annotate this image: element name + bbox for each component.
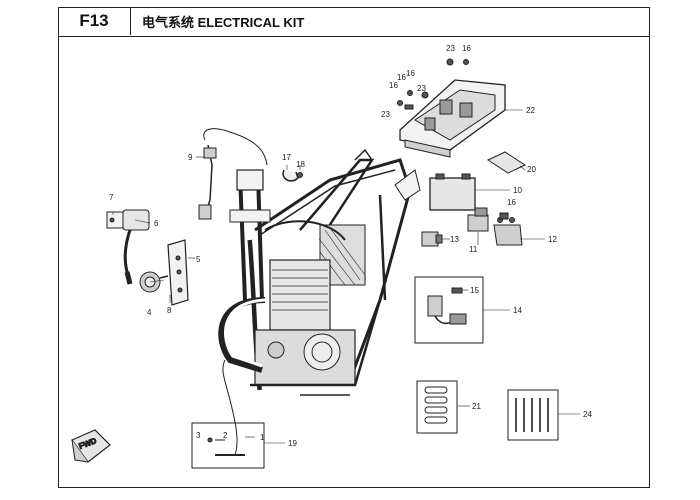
callout-23-a: 23 [446,44,455,53]
callout-2: 2 [223,431,228,440]
part-5-8-bracket [167,239,189,306]
callout-17: 17 [282,153,291,162]
callout-4: 4 [147,308,152,317]
callout-16-e: 16 [507,198,516,207]
part-10-battery [429,173,476,211]
callout-labels: 1 2 3 4 5 6 7 8 9 10 11 12 13 14 15 16 1… [109,44,592,448]
callout-24: 24 [583,410,592,419]
callout-5: 5 [196,255,201,264]
header-bar: F13 电气系统 ELECTRICAL KIT [58,7,650,37]
callout-22: 22 [526,106,535,115]
leader-lines [112,109,580,444]
callout-7: 7 [109,193,114,202]
section-title: 电气系统 ELECTRICAL KIT [142,14,305,30]
callout-15: 15 [470,286,479,295]
part-22-battery-tray [399,79,506,158]
drawing-frame [58,7,650,488]
part-24-tube-set-box [507,389,559,441]
callout-11: 11 [469,245,478,254]
fwd-arrow-symbol: FWD [71,429,111,463]
part-11-relay [467,207,489,232]
part-13-starter-relay [421,231,443,247]
callout-16-d: 16 [406,69,415,78]
part-14-15-fuse-holder-box [414,276,484,344]
callout-10: 10 [513,186,522,195]
part-9-sensor-cable [198,128,268,220]
callout-12: 12 [548,235,557,244]
motorcycle-frame-assembly [218,148,421,396]
part-12-regulator [493,212,523,246]
callout-14: 14 [513,306,522,315]
part-17-18-clips [282,169,303,182]
callout-3: 3 [196,431,201,440]
callout-21: 21 [472,402,481,411]
part-16-23-bolts-group [397,58,469,110]
part-20-battery-strap [486,151,527,174]
part-19-sensor-box [191,359,265,469]
callout-16-c: 16 [397,73,406,82]
callout-13: 13 [450,235,459,244]
callout-23-c: 23 [381,110,390,119]
callout-1: 1 [260,433,265,442]
section-code: F13 [58,7,131,35]
callout-18: 18 [296,160,305,169]
part-4-horn [139,271,169,293]
part-6-ignition-coil [106,209,150,285]
callout-6: 6 [154,219,159,228]
callout-20: 20 [527,165,536,174]
callout-16-b: 16 [389,81,398,90]
callout-16-a: 16 [462,44,471,53]
callout-23-b: 23 [417,84,426,93]
callout-9: 9 [188,153,193,162]
part-21-fuse-set-box [416,380,458,434]
callout-8: 8 [167,306,172,315]
callout-19: 19 [288,439,297,448]
